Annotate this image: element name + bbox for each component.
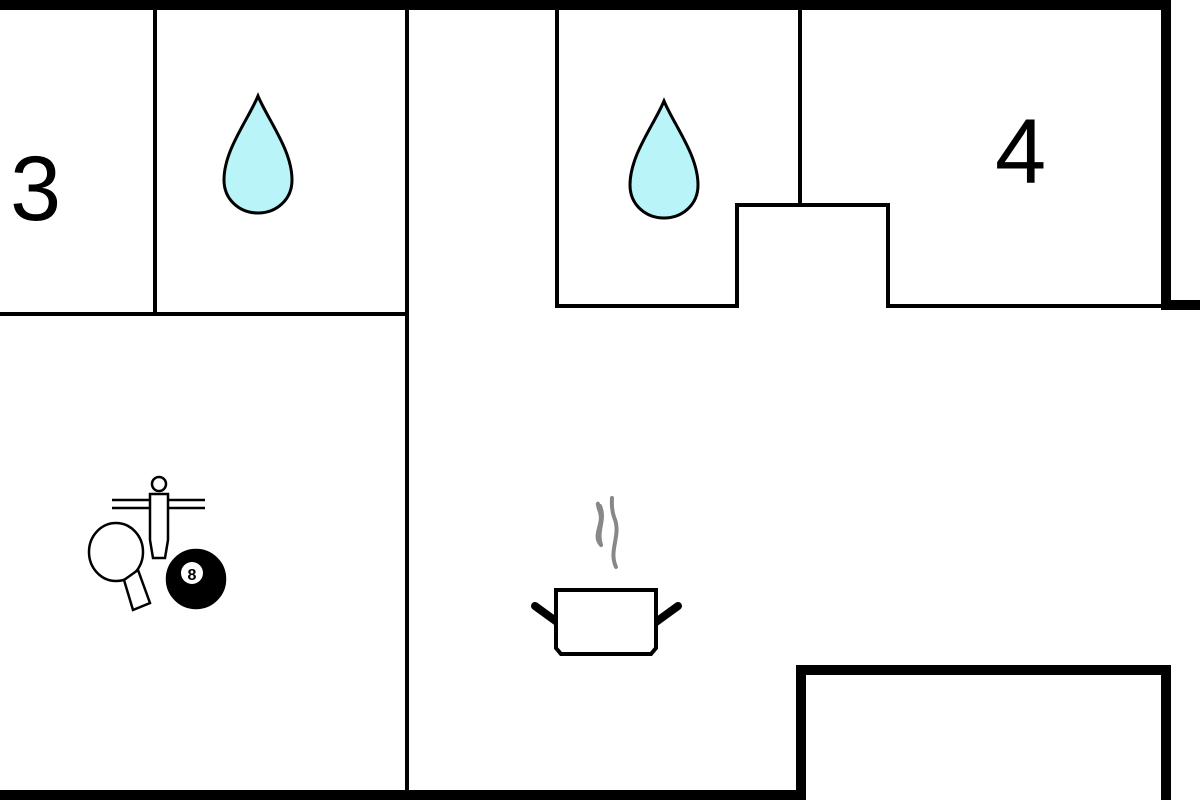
billiard-ball-number: 8 (188, 567, 197, 584)
water-drop-icon (628, 97, 700, 220)
game-room-icon (87, 475, 227, 612)
ping-pong-paddle-icon (87, 521, 145, 583)
room-label-4: 4 (995, 101, 1046, 203)
room-label-3: 3 (10, 138, 61, 240)
water-drop-icon (222, 92, 294, 215)
kitchen-pot-icon (531, 496, 682, 656)
inner-walls (0, 8, 1163, 792)
